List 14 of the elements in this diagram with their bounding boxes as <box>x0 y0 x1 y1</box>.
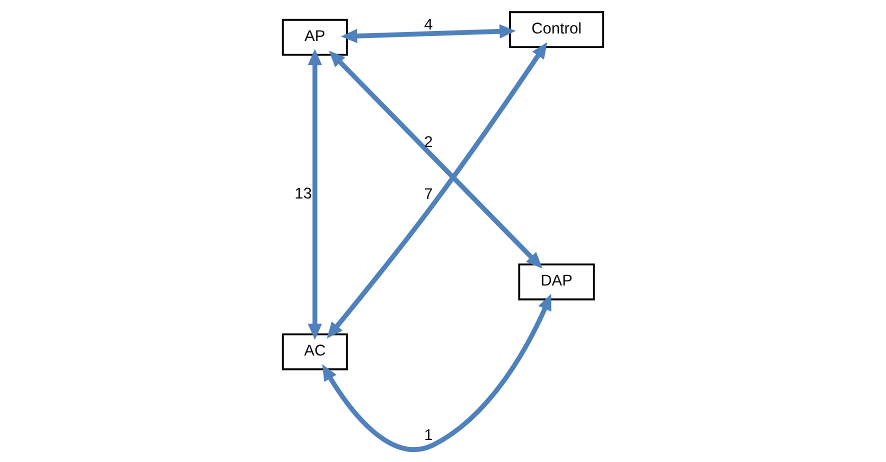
arrow <box>326 42 548 339</box>
edge-label: 4 <box>424 16 433 34</box>
edge-label: 2 <box>424 134 433 151</box>
arrow <box>328 50 542 268</box>
arrow <box>322 294 552 452</box>
node-box: Control <box>508 11 604 48</box>
edge-label: 1 <box>424 426 433 444</box>
node-box: AC <box>282 333 348 370</box>
arrow <box>340 24 516 44</box>
edge-label: 13 <box>294 185 312 202</box>
edge-label: 7 <box>424 186 433 204</box>
node-box: AP <box>282 18 348 56</box>
arrow <box>308 48 322 340</box>
node-box: DAP <box>518 263 595 300</box>
